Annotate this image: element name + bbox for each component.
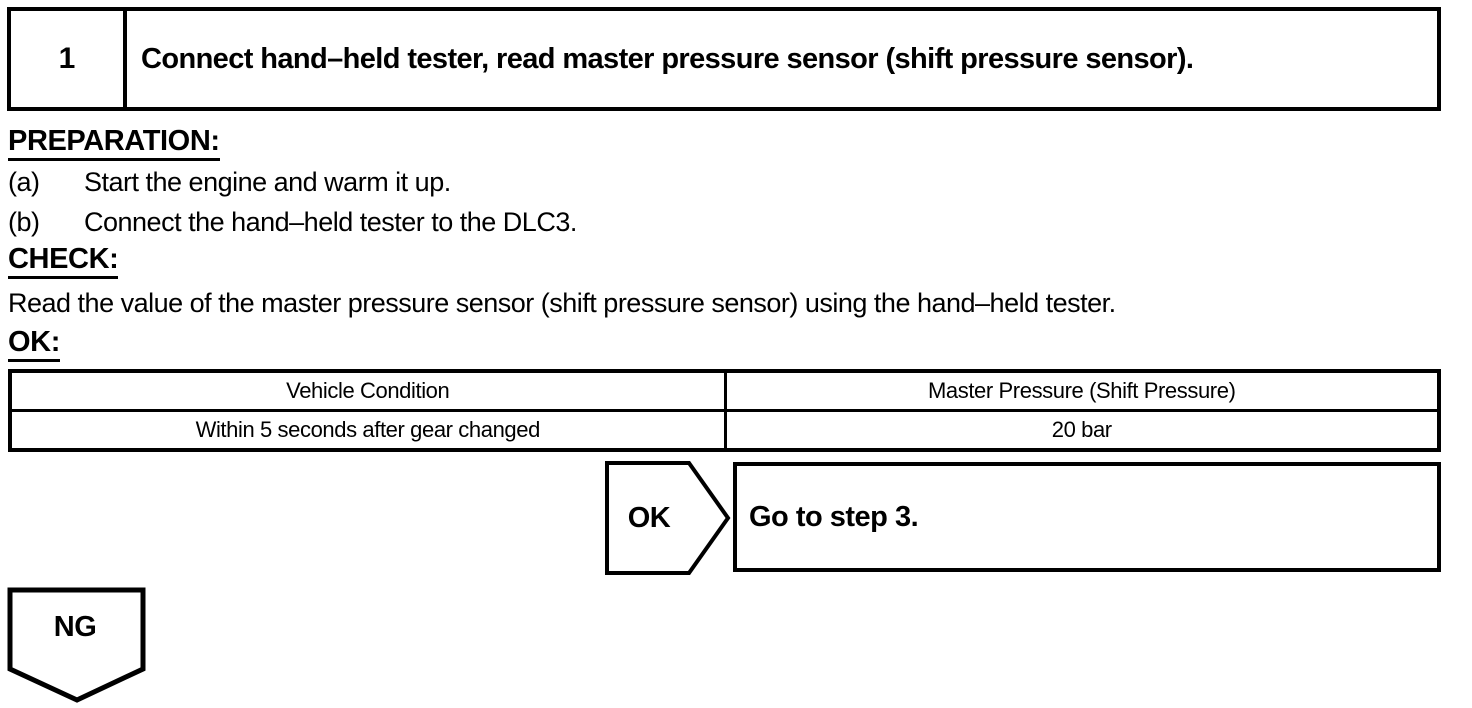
ok-heading: OK: <box>8 326 60 363</box>
spec-col-master-pressure: Master Pressure (Shift Pressure) <box>723 369 1441 412</box>
ng-arrow-icon <box>7 587 146 703</box>
check-body: Read the value of the master pressure se… <box>8 288 1116 318</box>
ok-connector-label: OK <box>627 501 671 534</box>
spec-cell-condition: Within 5 seconds after gear changed <box>8 409 727 452</box>
spec-table: Vehicle Condition Master Pressure (Shift… <box>8 369 1441 452</box>
check-heading: CHECK: <box>8 243 119 280</box>
ok-arrow-icon <box>605 461 731 575</box>
spec-cell-value: 20 bar <box>723 409 1441 452</box>
ok-action-text: Go to step 3. <box>749 500 919 533</box>
step-title: Connect hand–held tester, read master pr… <box>141 42 1194 75</box>
step-header: 1 Connect hand–held tester, read master … <box>7 7 1441 111</box>
step-number: 1 <box>11 11 127 107</box>
item-b-text: Connect the hand–held tester to the DLC3… <box>84 207 577 237</box>
preparation-item-b: (b) Connect the hand–held tester to the D… <box>8 207 577 237</box>
item-b-label: (b) <box>8 207 40 237</box>
ok-action-box: Go to step 3. <box>733 462 1441 572</box>
spec-table-header-row: Vehicle Condition Master Pressure (Shift… <box>8 369 1441 412</box>
spec-table-data-row: Within 5 seconds after gear changed 20 b… <box>8 409 1441 452</box>
preparation-heading-text: PREPARATION: <box>8 125 220 162</box>
check-heading-text: CHECK: <box>8 243 119 280</box>
ok-heading-text: OK: <box>8 326 60 363</box>
preparation-heading: PREPARATION: <box>8 125 220 162</box>
spec-col-vehicle-condition: Vehicle Condition <box>8 369 727 412</box>
preparation-item-a: (a) Start the engine and warm it up. <box>8 167 451 197</box>
ok-connector: OK <box>605 461 731 575</box>
ng-connector-label: NG <box>53 611 97 643</box>
item-a-label: (a) <box>8 167 40 197</box>
ng-connector: NG <box>7 587 147 705</box>
item-a-text: Start the engine and warm it up. <box>84 167 451 197</box>
